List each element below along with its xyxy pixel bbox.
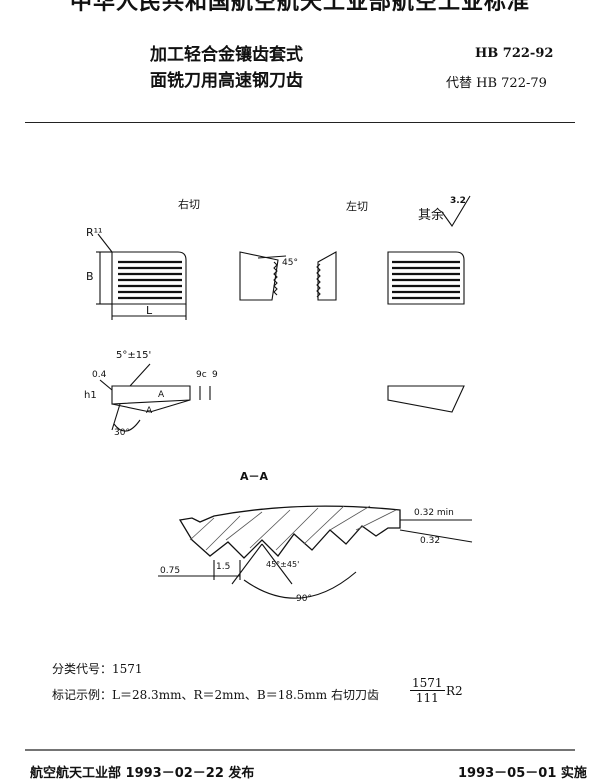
marking-suffix: R2 bbox=[446, 684, 463, 698]
angle-45-45-label: 45°±45' bbox=[266, 560, 300, 569]
title-line-2: 面铣刀用高速钢刀齿 bbox=[150, 71, 303, 91]
angle-30-label: 30° bbox=[114, 428, 130, 438]
dim-b-label: B bbox=[86, 270, 94, 283]
section-profile bbox=[158, 505, 473, 599]
roughness-symbol bbox=[441, 195, 471, 228]
dim-9c-label: 9c bbox=[196, 370, 207, 380]
section-a-label-lower: A bbox=[146, 406, 153, 416]
angle-5-label: 5°±15' bbox=[116, 350, 152, 361]
angle-90-label: 90° bbox=[296, 594, 312, 604]
classification-line: 分类代号：1571 bbox=[52, 660, 143, 677]
marking-fraction: 1571 111 bbox=[410, 676, 445, 705]
dim-032min-label: 0.32 min bbox=[414, 508, 454, 518]
classification-code: 1571 bbox=[112, 662, 143, 676]
roughness-rest-value: 3.2 bbox=[450, 196, 466, 206]
issuer-date: 航空航天工业部 1993－02－22 发布 bbox=[30, 766, 255, 781]
section-title: A－A bbox=[240, 470, 269, 483]
tooth-side-view-right bbox=[239, 251, 287, 301]
effective-date: 1993－05－01 实施 bbox=[458, 766, 587, 781]
tooth-side-view-left bbox=[316, 251, 337, 301]
left-cut-label: 左切 bbox=[346, 200, 368, 213]
roughness-rest-label: 其余 bbox=[418, 208, 445, 223]
dim-l-label: L bbox=[146, 304, 153, 317]
angle-45-label: 45° bbox=[282, 258, 298, 268]
header-rule bbox=[25, 122, 575, 123]
organization-heading: 中华人民共和国航空航天工业部航空工业标准 bbox=[69, 0, 530, 15]
tooth-top-view-left bbox=[387, 385, 465, 413]
tooth-front-view bbox=[96, 233, 187, 320]
radius-label: R¹¹ bbox=[86, 226, 103, 239]
supersedes-note: 代替 HB 722-79 bbox=[446, 76, 547, 91]
dim-9-label: 9 bbox=[212, 370, 218, 380]
right-cut-label: 右切 bbox=[178, 198, 200, 211]
section-a-label-upper: A bbox=[158, 390, 165, 400]
classification-label: 分类代号： bbox=[52, 662, 113, 676]
tooth-front-view-left bbox=[387, 251, 465, 305]
dim-032-label: 0.32 bbox=[420, 536, 441, 546]
title-line-1: 加工轻合金镶齿套式 bbox=[150, 45, 303, 65]
tooth-top-view-right bbox=[99, 363, 211, 432]
marking-denominator: 111 bbox=[415, 691, 439, 705]
dim-h1-label: h1 bbox=[84, 390, 97, 401]
standard-number: HB 722-92 bbox=[475, 46, 554, 61]
marking-numerator: 1571 bbox=[410, 676, 445, 691]
dim-075-label: 0.75 bbox=[160, 566, 181, 576]
dim-15-label: 1.5 bbox=[216, 562, 231, 572]
roughness-04-label: 0.4 bbox=[92, 370, 107, 380]
marking-example: 标记示例：L＝28.3mm、R＝2mm、B＝18.5mm 右切刀齿 bbox=[52, 688, 379, 702]
